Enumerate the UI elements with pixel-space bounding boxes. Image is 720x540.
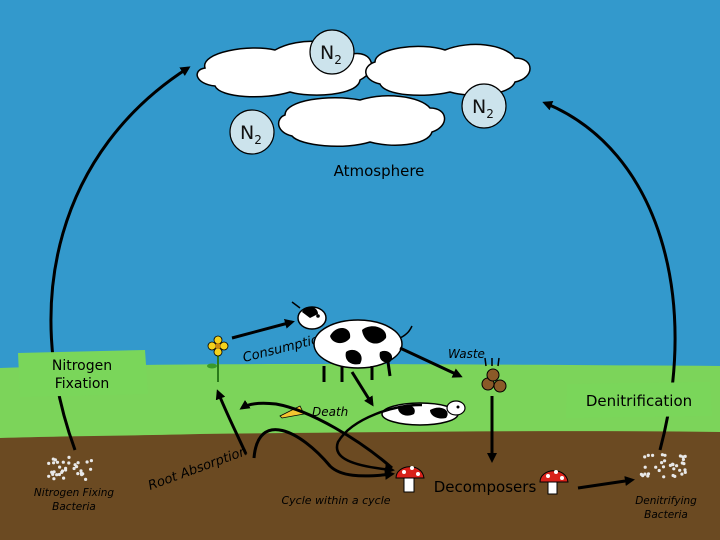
consumption-arrow xyxy=(231,318,295,340)
nitrogen-fixation-box: Nitrogen Fixation xyxy=(18,350,148,397)
waste-label: Waste xyxy=(448,347,485,361)
cycle-arrow xyxy=(252,428,395,480)
n2-badge: N2 xyxy=(461,83,507,129)
dead-cow-arrow xyxy=(335,403,423,475)
mushroom-icon xyxy=(539,470,569,495)
atmosphere-label: Atmosphere xyxy=(334,162,425,180)
flower-icon xyxy=(207,335,229,382)
denitrification-box: Denitrification xyxy=(566,382,712,418)
waste-arrow xyxy=(399,346,463,378)
svg-text:N2: N2 xyxy=(472,96,494,121)
return-arrow xyxy=(239,399,393,470)
cycle-within-cycle-label: Cycle within a cycle xyxy=(281,494,390,507)
svg-text:N2: N2 xyxy=(240,122,262,147)
decomposers-label: Decomposers xyxy=(434,478,537,496)
decomposers-to-bacteria-arrow xyxy=(577,476,635,490)
nitrogen-fixing-bacteria-label: Bacteria xyxy=(52,501,96,513)
cloud xyxy=(278,95,446,147)
denitrifying-bacteria-icon xyxy=(639,453,687,479)
soil xyxy=(0,431,720,540)
n2-badge: N2 xyxy=(309,29,355,75)
nitrogen-fixing-bacteria-label: Nitrogen Fixing xyxy=(34,487,114,499)
cloud xyxy=(365,43,531,97)
root-absorption-arrow xyxy=(215,389,248,455)
death-label: Death xyxy=(312,405,348,419)
waste-icon xyxy=(481,357,507,393)
nitrogen-fixation-label: Nitrogen xyxy=(52,358,112,374)
denitrification-label: Denitrification xyxy=(586,392,692,410)
nitrogen-fixing-bacteria-icon xyxy=(47,455,93,481)
cow-icon xyxy=(291,301,413,382)
mushroom-icon xyxy=(395,466,425,493)
dead-cow-icon xyxy=(381,400,466,426)
denitrifying-bacteria-label: Bacteria xyxy=(644,509,688,521)
nitrogen-fixation-label: Fixation xyxy=(55,376,110,392)
death-arrow xyxy=(350,371,374,407)
n2-badge: N2 xyxy=(229,109,275,155)
grass xyxy=(0,364,720,440)
svg-text:N2: N2 xyxy=(320,42,342,67)
denitrifying-bacteria-label: Denitrifying xyxy=(635,495,697,507)
